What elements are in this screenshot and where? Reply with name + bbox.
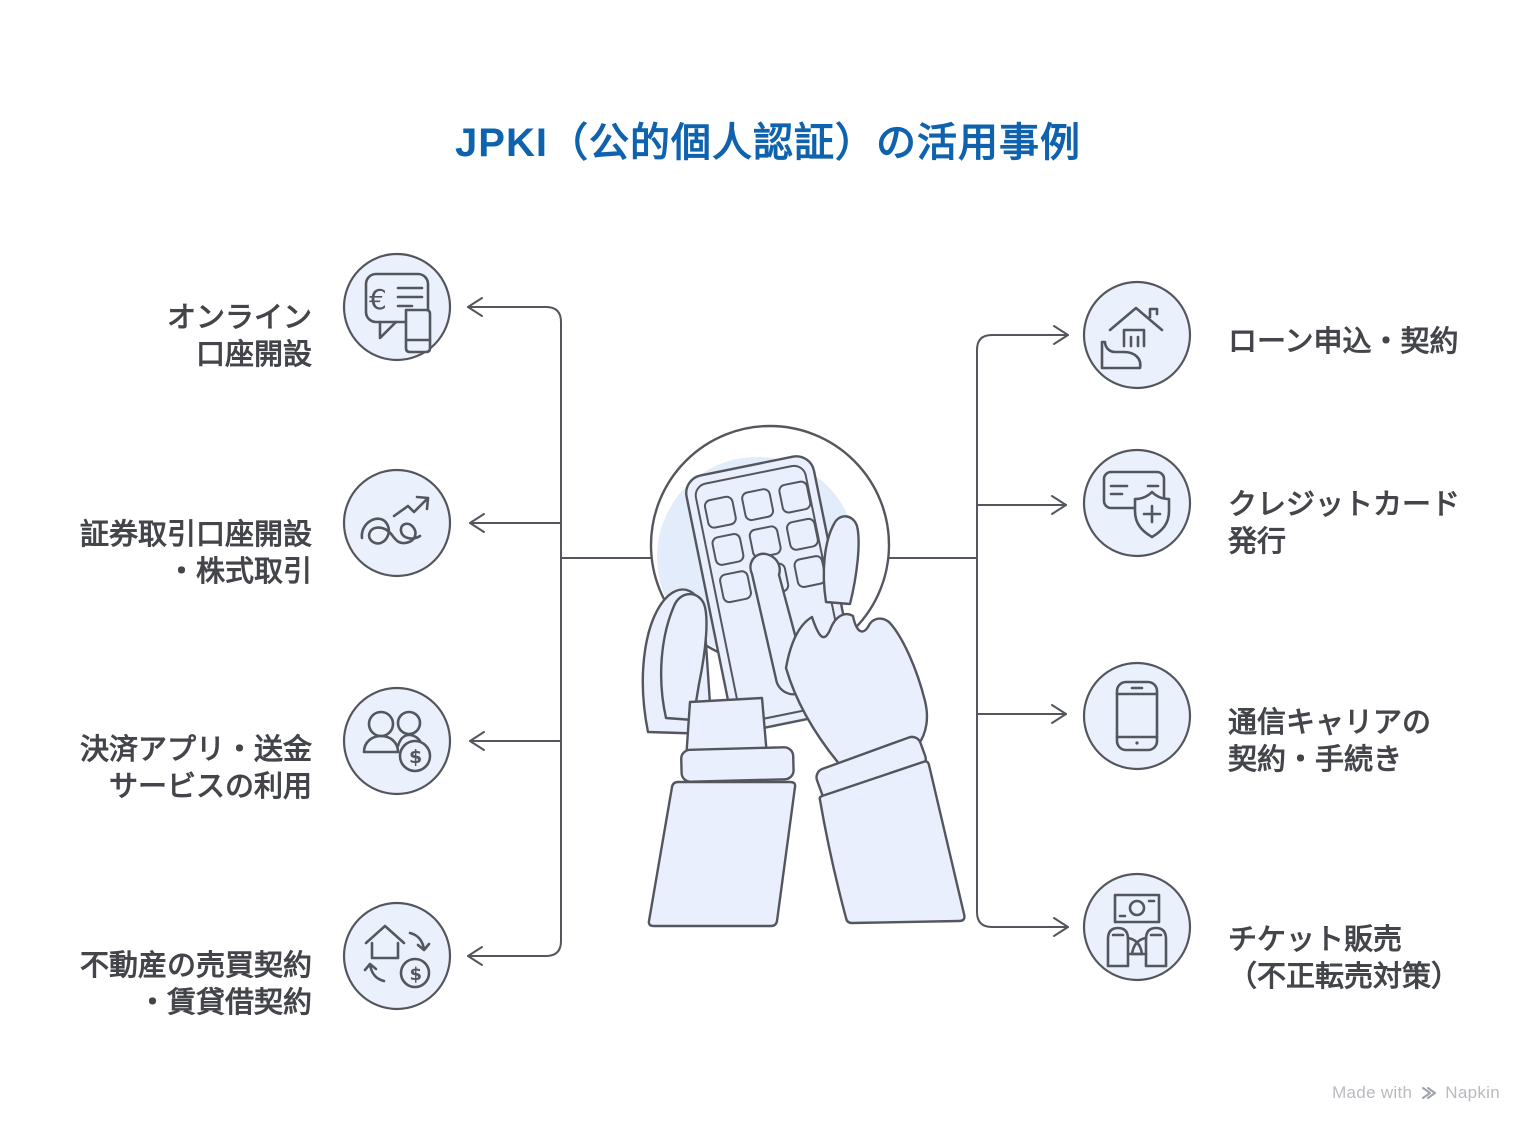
svg-text:$: $ — [409, 746, 422, 768]
smartphone-icon — [1082, 661, 1192, 771]
left-item-1-label: オンライン 口座開設 — [166, 302, 312, 371]
right-item-2-label: クレジットカード 発行 — [1228, 489, 1461, 558]
hands-phone-illustration — [641, 424, 966, 928]
left-sleeve — [647, 746, 797, 928]
stock-growth-icon — [342, 468, 452, 578]
chat-euro-phone-icon: € — [342, 252, 452, 362]
napkin-logo-icon — [1422, 1087, 1437, 1099]
page-title: JPKI（公的個人認証）の活用事例 — [455, 121, 1081, 165]
right-item-3-label: 通信キャリアの 契約・手続き — [1228, 707, 1432, 776]
house-loan-icon — [1082, 280, 1192, 390]
right-connectors — [879, 325, 1069, 937]
right-item-1-label: ローン申込・契約 — [1228, 326, 1459, 358]
made-with-napkin: Made with Napkin — [1332, 1083, 1500, 1103]
left-item-2-label: 証券取引口座開設 ・株式取引 — [79, 519, 312, 588]
right-sleeve — [815, 735, 966, 925]
house-exchange-icon: $ — [342, 901, 452, 1011]
svg-text:€: € — [369, 283, 387, 316]
napkin-brand-text: Napkin — [1445, 1083, 1500, 1102]
left-item-3-label: 決済アプリ・送金 サービスの利用 — [79, 734, 312, 803]
right-thumb — [822, 515, 860, 606]
ticket-gate-icon — [1082, 872, 1192, 982]
users-payment-icon: $ — [342, 686, 452, 796]
right-item-4-label: チケット販売 （不正転売対策） — [1228, 924, 1461, 993]
left-connectors — [467, 297, 661, 966]
made-with-text: Made with — [1332, 1083, 1413, 1102]
credit-card-shield-icon — [1082, 448, 1192, 558]
left-thumb — [659, 592, 708, 722]
left-item-4-label: 不動産の売買契約 ・賃貸借契約 — [79, 950, 312, 1019]
svg-text:$: $ — [410, 964, 423, 985]
